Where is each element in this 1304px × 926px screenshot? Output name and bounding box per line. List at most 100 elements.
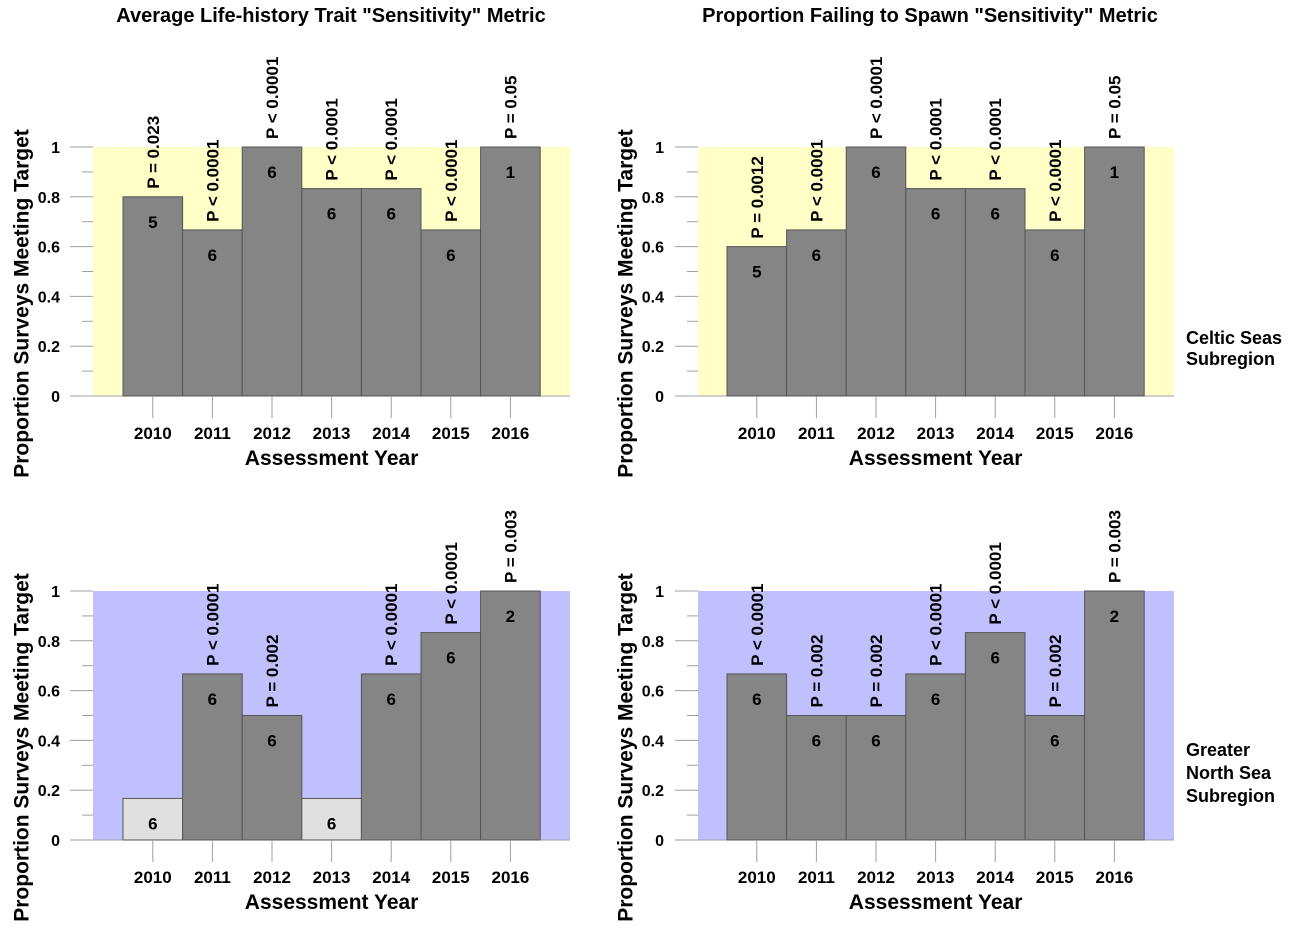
- bar-2014: [964, 188, 1026, 397]
- x-tick-label: 2016: [491, 424, 529, 443]
- bar-count-label: 6: [931, 690, 940, 709]
- column-title-left: Average Life-history Trait "Sensitivity"…: [116, 5, 545, 27]
- bar-2010: [122, 797, 184, 841]
- p-value-label: P = 0.003: [1105, 510, 1124, 583]
- x-axis-title: Assessment Year: [245, 891, 419, 914]
- x-tick-label: 2015: [432, 868, 470, 887]
- bar-count-label: 6: [386, 690, 395, 709]
- x-tick-label: 2010: [134, 868, 172, 887]
- y-tick-label: 0.6: [38, 240, 60, 257]
- y-tick-label: 0.6: [642, 240, 664, 257]
- y-tick-label: 0.4: [38, 289, 60, 306]
- bar-count-label: 6: [208, 246, 217, 265]
- x-tick-label: 2014: [976, 424, 1014, 443]
- y-tick-label: 0.2: [642, 783, 664, 800]
- x-tick-label: 2013: [917, 868, 955, 887]
- bar-2010: [726, 246, 788, 397]
- bar-2016: [480, 146, 541, 397]
- bar-count-label: 6: [812, 732, 821, 751]
- y-tick-label: 1: [51, 584, 60, 601]
- p-value-label: P < 0.0001: [442, 140, 461, 222]
- bar-count-label: 1: [1110, 163, 1119, 182]
- p-value-label: P = 0.002: [807, 635, 826, 708]
- x-tick-label: 2012: [857, 868, 895, 887]
- bar-count-label: 6: [990, 649, 999, 668]
- p-value-label: P < 0.0001: [927, 584, 946, 666]
- bar-2012: [241, 146, 303, 397]
- bar-count-label: 6: [446, 246, 455, 265]
- bar-count-label: 2: [1110, 607, 1119, 626]
- bar-count-label: 6: [1050, 246, 1059, 265]
- bar-2016: [1084, 146, 1145, 397]
- p-value-label: P < 0.0001: [382, 98, 401, 180]
- y-tick-label: 0.4: [642, 289, 664, 306]
- bar-2010: [726, 673, 788, 841]
- y-tick-label: 0.8: [38, 634, 60, 651]
- bar-2016: [480, 590, 541, 841]
- p-value-label: P = 0.003: [501, 510, 520, 583]
- bar-2013: [905, 673, 966, 841]
- p-value-label: P < 0.0001: [807, 140, 826, 222]
- bar-count-label: 6: [327, 814, 336, 833]
- x-tick-label: 2015: [432, 424, 470, 443]
- y-axis-title: Proportion Surveys Meeting Target: [615, 573, 638, 922]
- x-tick-label: 2014: [976, 868, 1014, 887]
- x-tick-label: 2012: [253, 868, 291, 887]
- y-tick-label: 0.2: [642, 339, 664, 356]
- p-value-label: P = 0.002: [867, 635, 886, 708]
- row-label-line: North Sea: [1186, 763, 1272, 783]
- p-value-label: P < 0.0001: [986, 542, 1005, 624]
- x-tick-label: 2010: [738, 868, 776, 887]
- row-label-line: Greater: [1186, 740, 1250, 760]
- x-tick-label: 2013: [917, 424, 955, 443]
- bar-count-label: 6: [267, 163, 276, 182]
- x-tick-label: 2011: [798, 868, 835, 887]
- p-value-label: P < 0.0001: [927, 98, 946, 180]
- y-tick-label: 0: [655, 389, 664, 406]
- bar-2013: [301, 188, 362, 397]
- x-tick-label: 2016: [1095, 424, 1133, 443]
- bar-count-label: 2: [506, 607, 515, 626]
- y-tick-label: 1: [655, 584, 664, 601]
- bar-count-label: 6: [446, 649, 455, 668]
- bar-count-label: 6: [871, 732, 880, 751]
- bar-2015: [1024, 715, 1086, 841]
- bar-count-label: 6: [752, 690, 761, 709]
- y-tick-label: 0: [51, 389, 60, 406]
- row-label-line: Subregion: [1186, 786, 1275, 806]
- y-tick-label: 0.6: [38, 684, 60, 701]
- x-tick-label: 2013: [313, 424, 351, 443]
- x-tick-label: 2010: [738, 424, 776, 443]
- bar-count-label: 6: [208, 690, 217, 709]
- row-label-celtic-seas: Celtic Seas Subregion: [1186, 328, 1282, 369]
- bar-count-label: 6: [148, 814, 157, 833]
- bar-count-label: 6: [931, 205, 940, 224]
- bar-count-label: 6: [267, 732, 276, 751]
- p-value-label: P = 0.05: [501, 76, 520, 140]
- bar-count-label: 6: [327, 205, 336, 224]
- x-tick-label: 2011: [194, 868, 231, 887]
- y-axis-title: Proportion Surveys Meeting Target: [615, 129, 638, 478]
- x-tick-label: 2014: [372, 868, 410, 887]
- bar-2011: [786, 715, 847, 841]
- bar-2014: [360, 673, 422, 841]
- bar-count-label: 6: [386, 205, 395, 224]
- y-tick-label: 0.4: [642, 733, 664, 750]
- bar-count-label: 6: [990, 205, 999, 224]
- y-tick-label: 0.4: [38, 733, 60, 750]
- p-value-label: P < 0.0001: [442, 542, 461, 624]
- x-tick-label: 2016: [491, 868, 529, 887]
- p-value-label: P < 0.0001: [1046, 140, 1065, 222]
- y-tick-label: 0.8: [38, 190, 60, 207]
- y-tick-label: 0.8: [642, 190, 664, 207]
- y-tick-label: 1: [655, 140, 664, 157]
- bar-2014: [360, 188, 422, 397]
- p-value-label: P < 0.0001: [323, 98, 342, 180]
- y-tick-label: 0.8: [642, 634, 664, 651]
- x-axis-title: Assessment Year: [245, 447, 419, 470]
- x-axis-title: Assessment Year: [849, 447, 1023, 470]
